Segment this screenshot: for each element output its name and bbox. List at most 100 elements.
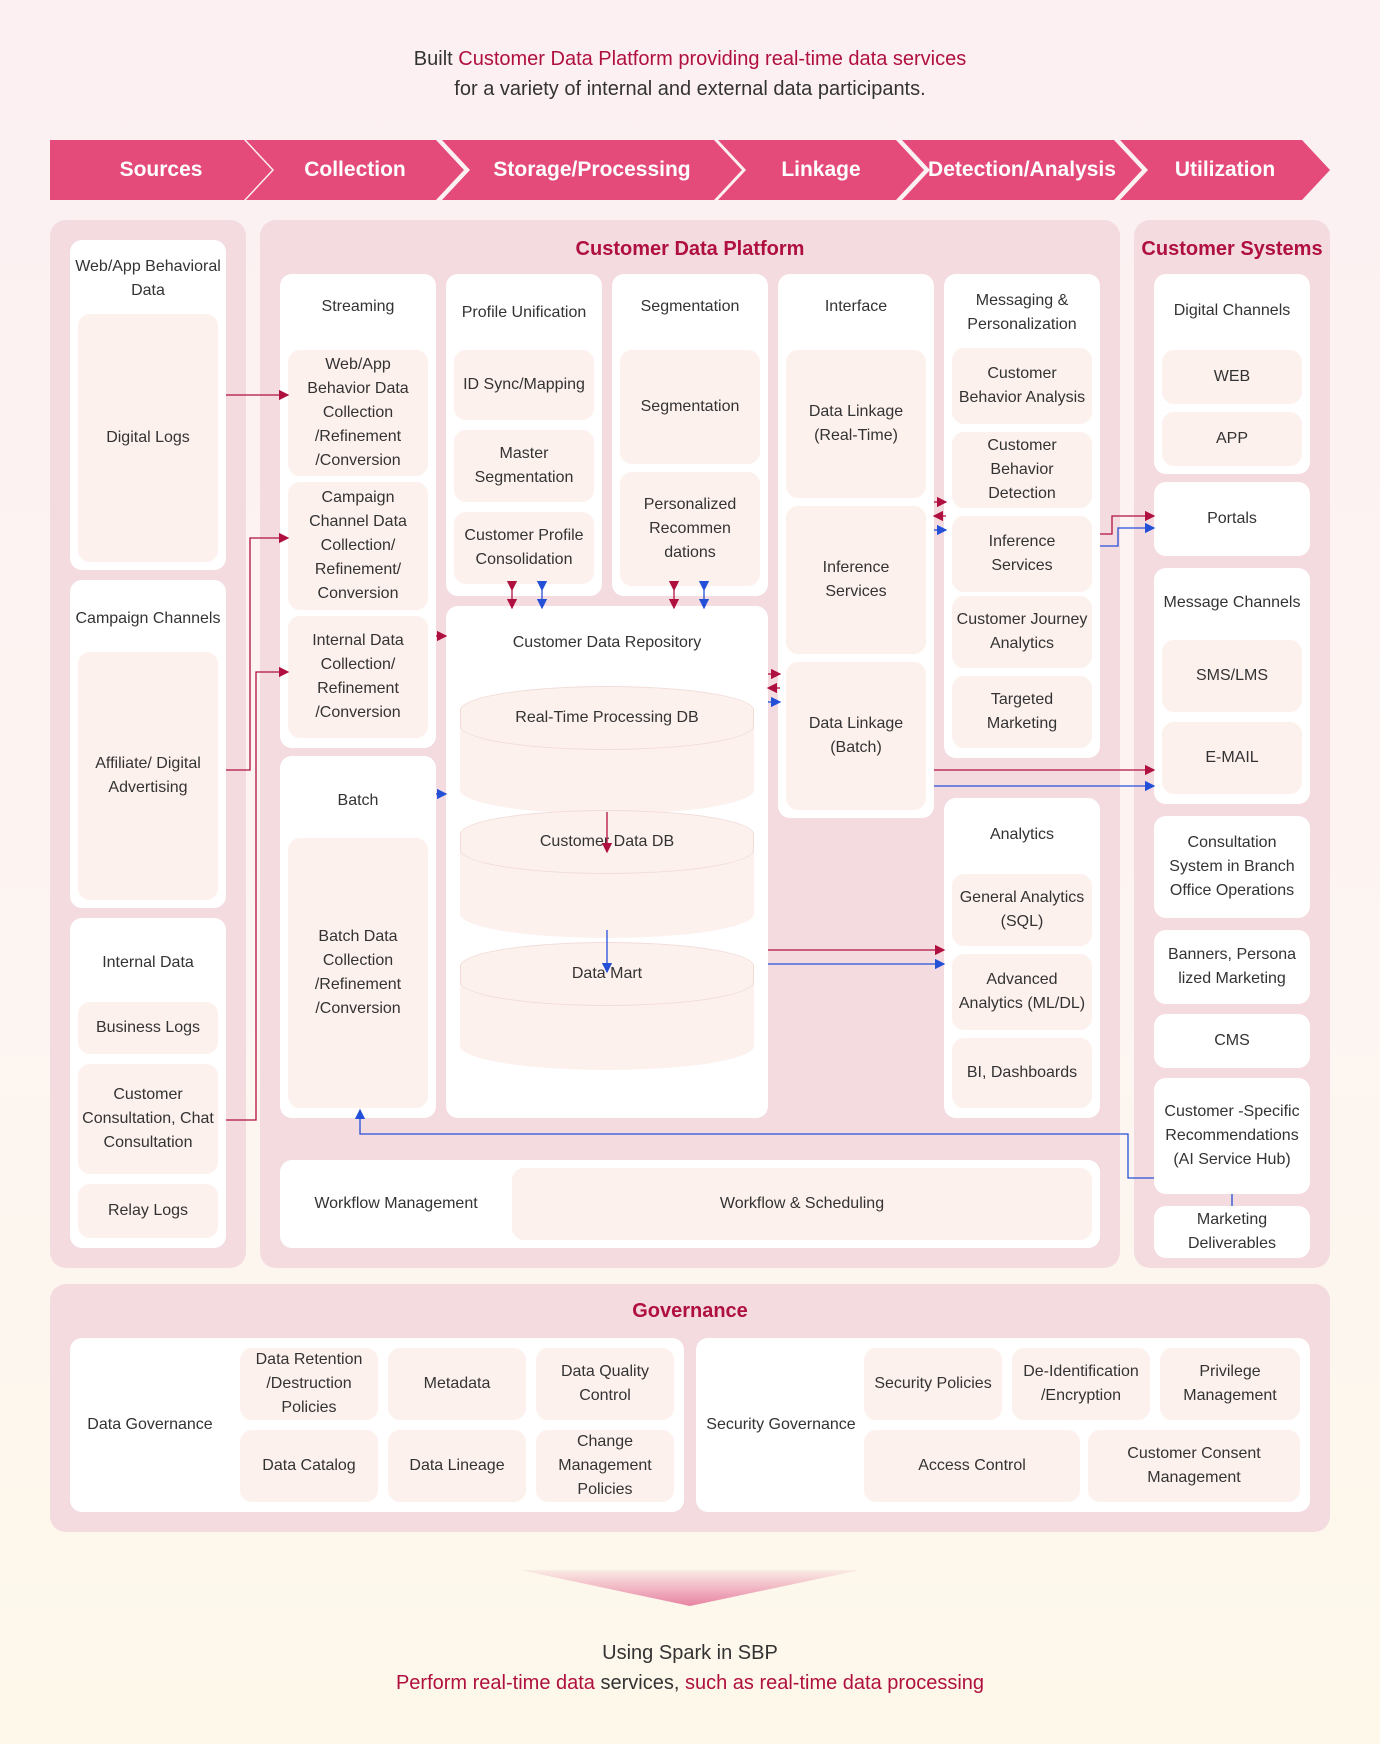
messaging-card: Messaging & Personalization Customer Beh… xyxy=(944,274,1100,758)
profile-unification-title: Profile Unification xyxy=(461,304,587,321)
stage-linkage: Linkage xyxy=(718,140,924,200)
de-identification-chip: De-Identification /Encryption xyxy=(1012,1348,1150,1420)
consultation-system-card: Consultation System in Branch Office Ope… xyxy=(1154,816,1310,918)
analytics-card: Analytics General Analytics (SQL) Advanc… xyxy=(944,798,1100,1118)
interface-card: Interface Data Linkage (Real-Time) Infer… xyxy=(778,274,934,818)
ai-service-hub-card: Customer -Specific Recommendations (AI S… xyxy=(1154,1078,1310,1194)
realtime-db-label: Real-Time Processing DB xyxy=(515,709,699,726)
profile-consolidation-chip: Customer Profile Consolidation xyxy=(454,512,594,584)
analytics-title: Analytics xyxy=(989,826,1055,843)
cdp-title: Customer Data Platform xyxy=(575,237,805,260)
source-web-card: Web/App Behavioral Data Digital Logs xyxy=(70,240,226,570)
outro-highlight-1: Perform real-time data xyxy=(395,1672,595,1694)
batch-title: Batch xyxy=(337,792,379,809)
sms-lms-chip: SMS/LMS xyxy=(1162,640,1302,712)
email-chip: E-MAIL xyxy=(1162,722,1302,794)
intro-line2: for a variety of internal and external d… xyxy=(454,78,926,100)
affiliate-advertising-chip: Affiliate/ Digital Advertising xyxy=(78,652,218,900)
batch-collection-chip: Batch Data Collection /Refinement /Conve… xyxy=(288,838,428,1108)
marketing-deliverables-card: Marketing Deliverables xyxy=(1154,1206,1310,1258)
streaming-title: Streaming xyxy=(321,298,395,315)
intro-text: Built Customer Data Platform providing r… xyxy=(0,44,1380,104)
workflow-title: Workflow Management xyxy=(314,1195,478,1212)
advanced-analytics-chip: Advanced Analytics (ML/DL) xyxy=(952,954,1092,1030)
profile-unification-card: Profile Unification ID Sync/Mapping Mast… xyxy=(446,274,602,596)
targeted-marketing-chip: Targeted Marketing xyxy=(952,676,1092,748)
stage-sources: Sources xyxy=(50,140,272,200)
general-analytics-chip: General Analytics (SQL) xyxy=(952,874,1092,946)
internal-collection-chip: Internal Data Collection/ Refinement /Co… xyxy=(288,616,428,738)
stage-utilization: Utilization xyxy=(1120,140,1330,200)
streaming-card: Streaming Web/App Behavior Data Collecti… xyxy=(280,274,436,748)
data-lineage-chip: Data Lineage xyxy=(388,1430,526,1502)
banners-card: Banners, Persona lized Marketing xyxy=(1154,930,1310,1004)
stage-detection-analysis: Detection/Analysis xyxy=(902,140,1142,200)
relay-logs-chip: Relay Logs xyxy=(78,1184,218,1238)
segmentation-title: Segmentation xyxy=(640,298,740,315)
data-retention-chip: Data Retention /Destruction Policies xyxy=(240,1348,378,1420)
cms-card: CMS xyxy=(1154,1014,1310,1068)
source-campaign-card: Campaign Channels Affiliate/ Digital Adv… xyxy=(70,580,226,908)
source-campaign-title: Campaign Channels xyxy=(75,610,221,627)
campaign-collection-chip: Campaign Channel Data Collection/ Refine… xyxy=(288,482,428,610)
messaging-title: Messaging & Personalization xyxy=(967,292,1077,333)
realtime-db-top xyxy=(460,686,754,750)
personalized-recommendations-chip: Personalized Recommen dations xyxy=(620,472,760,586)
source-internal-title: Internal Data xyxy=(102,954,194,971)
stage-storage-processing: Storage/Processing xyxy=(442,140,742,200)
intro-line1-prefix: Built xyxy=(413,48,459,70)
data-mart-label: Data Mart xyxy=(571,965,643,982)
interface-inference-chip: Inference Services xyxy=(786,506,926,654)
data-governance-card: Data Governance Data Retention /Destruct… xyxy=(70,1338,684,1512)
journey-analytics-chip: Customer Journey Analytics xyxy=(952,596,1092,668)
message-channels-card: Message Channels SMS/LMS E-MAIL xyxy=(1154,568,1310,804)
security-policies-chip: Security Policies xyxy=(864,1348,1002,1420)
outro-highlight-2: such as real-time data processing xyxy=(684,1672,985,1694)
message-channels-title: Message Channels xyxy=(1163,594,1301,611)
app-chip: APP xyxy=(1162,412,1302,466)
source-internal-card: Internal Data Business Logs Customer Con… xyxy=(70,918,226,1248)
digital-channels-title: Digital Channels xyxy=(1173,302,1291,319)
data-governance-title: Data Governance xyxy=(87,1416,213,1433)
segmentation-card: Segmentation Segmentation Personalized R… xyxy=(612,274,768,596)
portals-card: Portals xyxy=(1154,482,1310,556)
web-behavior-collection-chip: Web/App Behavior Data Collection /Refine… xyxy=(288,350,428,476)
id-sync-chip: ID Sync/Mapping xyxy=(454,350,594,420)
customer-consultation-chip: Customer Consultation, Chat Consultation xyxy=(78,1064,218,1174)
consent-management-chip: Customer Consent Management xyxy=(1088,1430,1300,1502)
data-linkage-realtime-chip: Data Linkage (Real-Time) xyxy=(786,350,926,498)
metadata-chip: Metadata xyxy=(388,1348,526,1420)
behavior-detection-chip: Customer Behavior Detection xyxy=(952,432,1092,508)
data-catalog-chip: Data Catalog xyxy=(240,1430,378,1502)
digital-channels-card: Digital Channels WEB APP xyxy=(1154,274,1310,474)
outro-text: Using Spark in SBP Perform real-time dat… xyxy=(0,1638,1380,1698)
master-segmentation-chip: Master Segmentation xyxy=(454,430,594,502)
digital-logs-chip: Digital Logs xyxy=(78,314,218,562)
business-logs-chip: Business Logs xyxy=(78,1002,218,1054)
outro-middle: services, xyxy=(594,1672,685,1694)
repository-title: Customer Data Repository xyxy=(512,634,702,651)
outro-line1: Using Spark in SBP xyxy=(602,1642,778,1664)
workflow-card: Workflow Management Workflow & Schedulin… xyxy=(280,1160,1100,1248)
intro-line1-highlight: Customer Data Platform providing real-ti… xyxy=(458,48,967,70)
security-governance-title: Security Governance xyxy=(706,1416,856,1433)
batch-card: Batch Batch Data Collection /Refinement … xyxy=(280,756,436,1118)
customer-systems-title: Customer Systems xyxy=(1141,237,1323,260)
data-linkage-batch-chip: Data Linkage (Batch) xyxy=(786,662,926,810)
access-control-chip: Access Control xyxy=(864,1430,1080,1502)
governance-title: Governance xyxy=(632,1299,748,1322)
customer-data-repository-card: Customer Data Repository Real-Time Proce… xyxy=(446,606,768,1118)
messaging-inference-chip: Inference Services xyxy=(952,516,1092,592)
change-management-chip: Change Management Policies xyxy=(536,1430,674,1502)
web-chip: WEB xyxy=(1162,350,1302,404)
interface-title: Interface xyxy=(824,298,888,315)
data-quality-chip: Data Quality Control xyxy=(536,1348,674,1420)
behavior-analysis-chip: Customer Behavior Analysis xyxy=(952,348,1092,424)
workflow-scheduling-chip: Workflow & Scheduling xyxy=(512,1168,1092,1240)
source-web-title: Web/App Behavioral Data xyxy=(75,258,221,299)
privilege-management-chip: Privilege Management xyxy=(1160,1348,1300,1420)
bi-dashboards-chip: BI, Dashboards xyxy=(952,1038,1092,1108)
security-governance-card: Security Governance Security Policies De… xyxy=(696,1338,1310,1512)
stage-collection: Collection xyxy=(246,140,464,200)
